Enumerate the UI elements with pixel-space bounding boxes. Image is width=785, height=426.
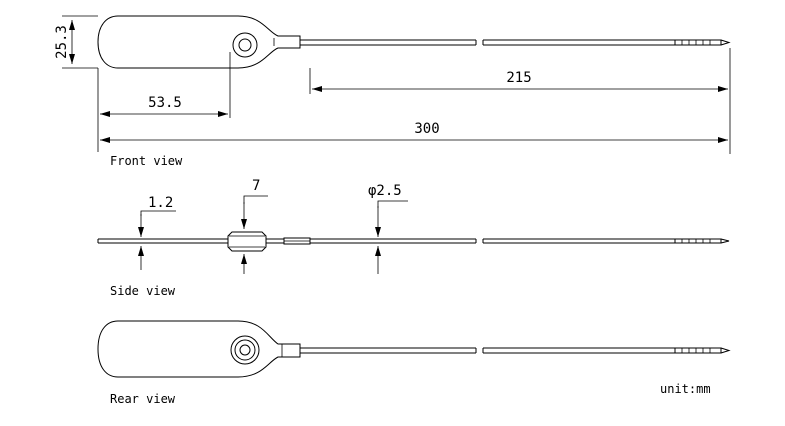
rear-wire-tip	[674, 347, 731, 354]
side-hub	[227, 231, 267, 252]
front-view: 25.3 53.5 215 300 Front view	[54, 15, 731, 168]
front-hole-inner	[238, 38, 252, 52]
rear-view: Rear view	[97, 320, 731, 406]
front-wire-left	[300, 39, 477, 46]
side-tag-body	[97, 238, 232, 244]
dim-thickness-text: 1.2	[148, 195, 173, 211]
dim-hub-width: 7	[241, 178, 268, 274]
dim-thickness: 1.2	[138, 195, 176, 270]
dim-hole-offset: 53.5	[97, 52, 231, 152]
rear-hole-inner	[239, 344, 251, 356]
side-view: 1.2 7 φ2.5 Side view	[97, 178, 730, 298]
rear-wire-right	[482, 347, 675, 354]
rear-wire-left	[300, 347, 477, 354]
front-hole-outer	[232, 32, 258, 58]
dim-wire-diameter: φ2.5	[368, 183, 408, 274]
dim-total-length-text: 300	[414, 121, 439, 137]
front-view-label: Front view	[110, 154, 183, 168]
rear-view-label: Rear view	[110, 392, 176, 406]
dim-hole-offset-text: 53.5	[148, 95, 182, 111]
unit-label: unit:mm	[660, 382, 711, 396]
front-wire-tip	[674, 39, 731, 46]
side-wire-left	[310, 238, 477, 244]
dim-hub-width-text: 7	[252, 178, 260, 194]
dim-height: 25.3	[54, 15, 98, 69]
rear-tag-body	[97, 320, 301, 378]
front-wire-right	[482, 39, 675, 46]
dim-tail-length-text: 215	[506, 70, 531, 86]
side-wire-right	[482, 238, 675, 244]
side-view-label: Side view	[110, 284, 176, 298]
side-wire-tip	[674, 238, 730, 244]
dim-wire-diameter-text: φ2.5	[368, 183, 402, 199]
dim-tail-length: 215	[309, 48, 731, 154]
front-tag-body	[97, 15, 301, 69]
rear-hole-mid	[234, 339, 256, 361]
rear-hole-outer	[230, 335, 260, 365]
dim-total-length: 300	[100, 121, 728, 143]
dim-height-text: 25.3	[54, 25, 70, 59]
